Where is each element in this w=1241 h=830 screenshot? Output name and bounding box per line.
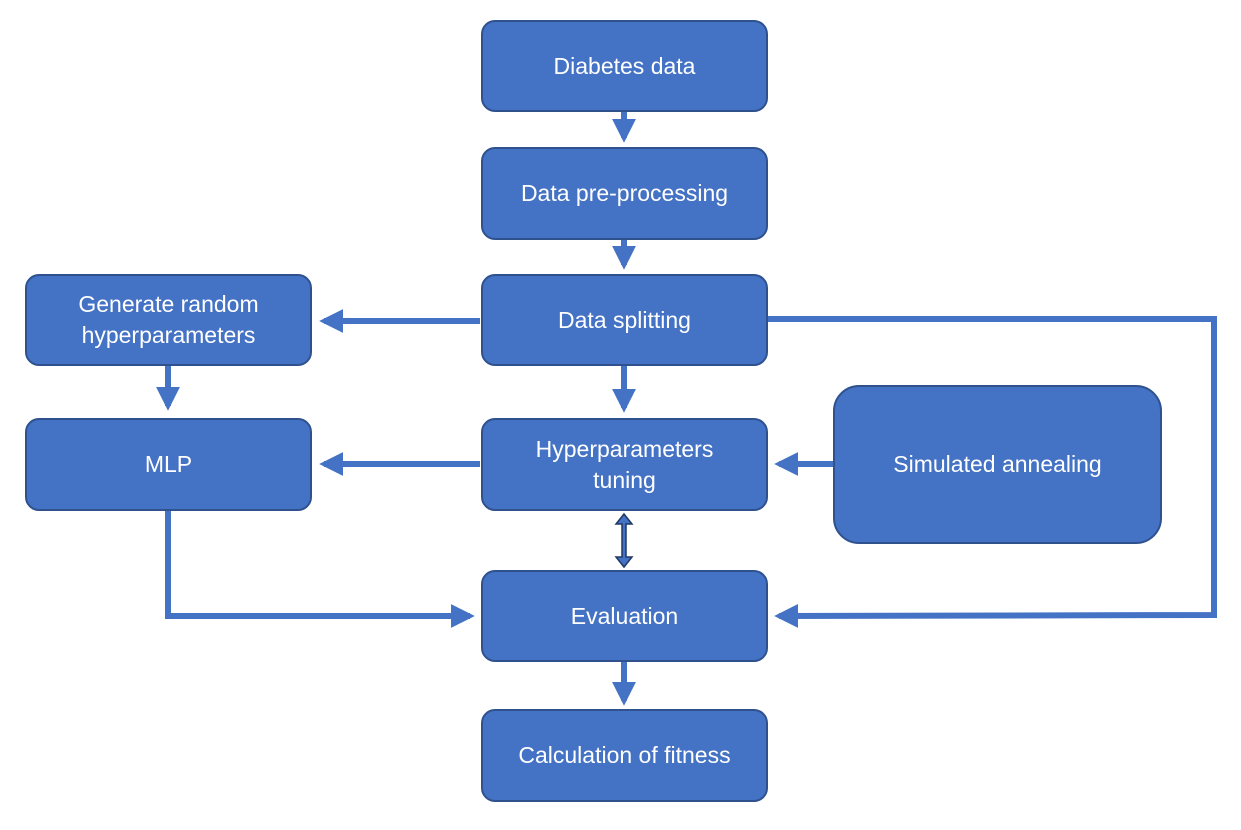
node-evaluation: Evaluation	[481, 570, 768, 662]
node-generate-label-line1: Generate random	[78, 291, 259, 317]
node-tuning-label-line1: Hyperparameters	[535, 435, 714, 462]
node-diabetes-data: Diabetes data	[481, 20, 768, 112]
node-hyperparameters-tuning: Hyperparameters tuning	[481, 418, 768, 511]
node-data-splitting: Data splitting	[481, 274, 768, 366]
node-evaluation-label: Evaluation	[570, 602, 679, 629]
node-simulated-annealing: Simulated annealing	[833, 385, 1162, 544]
arrow-tuning-evaluation-bidirectional	[614, 512, 634, 569]
node-generate-label-line2: hyperparameters	[81, 322, 256, 348]
node-mlp-label: MLP	[144, 451, 193, 477]
node-calculation-of-fitness-label: Calculation of fitness	[518, 742, 731, 768]
arrow-mlp-to-evaluation	[165, 511, 475, 628]
node-data-splitting-label: Data splitting	[558, 306, 691, 333]
node-mlp: MLP	[25, 418, 312, 511]
node-diabetes-data-label: Diabetes data	[553, 52, 696, 79]
arrow-splitting-to-evaluation	[768, 316, 1217, 628]
node-data-preprocessing: Data pre-processing	[481, 147, 768, 240]
node-generate-random-hyperparameters: Generate random hyperparameters	[25, 274, 312, 366]
node-calculation-of-fitness: Calculation of fitness	[481, 709, 768, 802]
node-simulated-annealing-label: Simulated annealing	[893, 451, 1102, 477]
node-tuning-label-line2: tuning	[593, 466, 656, 493]
node-data-preprocessing-label: Data pre-processing	[520, 180, 729, 206]
